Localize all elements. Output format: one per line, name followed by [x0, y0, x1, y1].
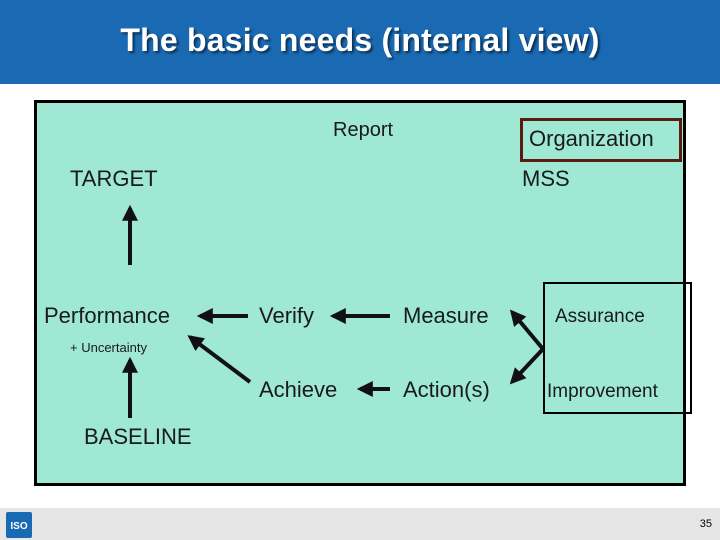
page-number: 35 — [699, 518, 712, 530]
assurance-to-measure-arrow — [509, 309, 545, 351]
baseline-label: BASELINE — [84, 424, 192, 449]
measure-label: Measure — [403, 303, 489, 328]
report-label: Report — [333, 119, 394, 141]
uncertainty-label: + Uncertainty — [70, 340, 147, 355]
improvement-to-actions-arrow — [509, 347, 545, 385]
iso-logo-text: ISO — [10, 521, 28, 532]
diagram-panel — [34, 100, 686, 486]
organization-label: Organization — [529, 126, 654, 151]
organization-box — [520, 118, 682, 162]
performance-label: Performance — [44, 303, 170, 328]
improvement-label: Improvement — [547, 381, 658, 402]
achieve-to-performance-arrow — [187, 335, 252, 384]
slide-title: The basic needs (internal view) — [120, 22, 600, 58]
footer-bar — [0, 508, 720, 540]
iso-logo: ISO — [6, 512, 32, 538]
achieve-label: Achieve — [259, 377, 338, 402]
mss-label: MSS — [522, 166, 570, 191]
verify-label: Verify — [259, 303, 315, 328]
target-label: TARGET — [70, 166, 158, 191]
title-bar — [0, 0, 720, 84]
actions-label: Action(s) — [403, 377, 490, 402]
assurance-label: Assurance — [555, 306, 645, 327]
